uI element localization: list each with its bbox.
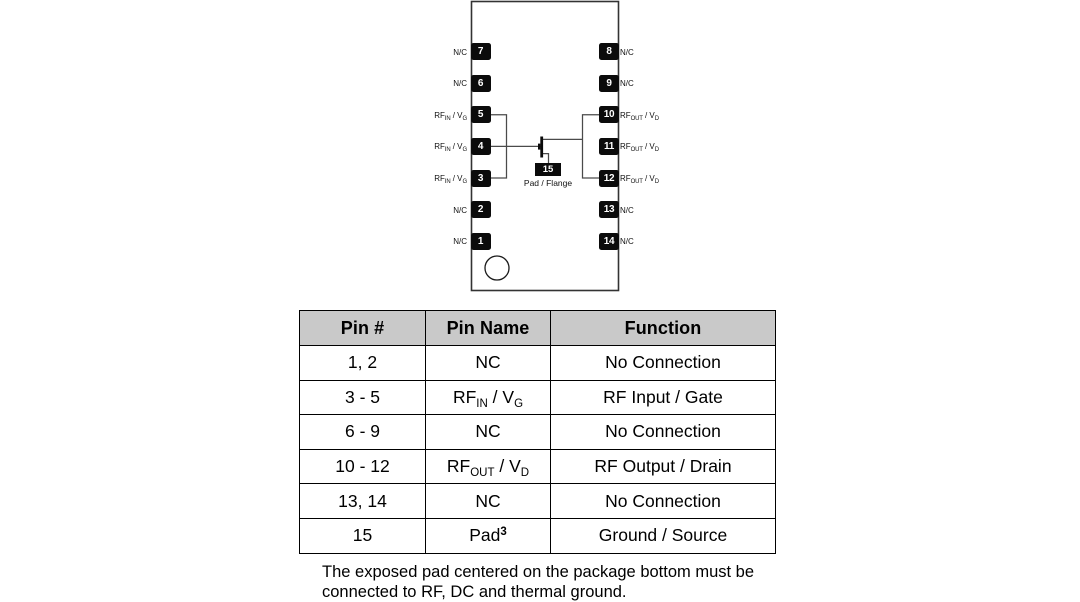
pin-1: 1 [470, 232, 491, 250]
pin-3: 3 [470, 169, 491, 187]
pin-8-label: N/C [620, 47, 634, 57]
pin-8-number: 8 [606, 46, 612, 58]
pin-6-number: 6 [477, 77, 484, 89]
cell-pin-name: NC [425, 414, 551, 450]
table-row: 6 - 9 NC No Connection [299, 414, 776, 450]
pin-13-number: 13 [603, 204, 615, 216]
cell-function: RF Input / Gate [550, 379, 776, 416]
cell-pin-number: 1, 2 [299, 345, 426, 381]
table-row: 1, 2 NC No Connection [299, 345, 776, 381]
pin-7: 7 [470, 43, 491, 61]
pin-14: 14 [599, 232, 619, 250]
pin-2-number: 2 [477, 204, 484, 216]
pad-flange-label: Pad / Flange [523, 178, 573, 188]
pin-12: 12 [599, 169, 619, 187]
pin-3-number: 3 [477, 172, 484, 184]
pin-15-pad: 15 [535, 162, 561, 176]
pin-1-label: N/C [453, 237, 467, 247]
cell-pin-name: NC [425, 483, 551, 519]
cell-function: Ground / Source [550, 517, 776, 554]
cell-function: No Connection [550, 483, 776, 519]
cell-pin-name: RFOUT / VD [425, 448, 551, 485]
exposed-pad-footnote: The exposed pad centered on the package … [322, 562, 755, 601]
table-header-row: Pin # Pin Name Function [299, 310, 776, 346]
cell-pin-number: 6 - 9 [299, 414, 426, 450]
pin-13: 13 [599, 201, 619, 219]
source-wire [543, 152, 550, 163]
pin-11-number: 11 [604, 140, 614, 152]
cell-pin-number: 13, 14 [299, 483, 426, 519]
table-row: 13, 14 NC No Connection [299, 483, 776, 519]
pin-12-number: 12 [603, 172, 615, 184]
pin-10: 10 [599, 106, 619, 124]
cell-pin-number: 3 - 5 [299, 379, 426, 416]
header-pin-number: Pin # [299, 310, 426, 346]
pin-4-number: 4 [477, 140, 484, 152]
cell-pin-name: RFIN / VG [425, 379, 551, 416]
pin-7-number: 7 [477, 46, 484, 58]
cell-pin-number: 15 [299, 517, 426, 554]
cell-function: RF Output / Drain [550, 448, 776, 485]
pin-7-label: N/C [453, 47, 467, 57]
pin-5-label: RFIN / VG [434, 110, 467, 122]
pin-9-number: 9 [606, 77, 612, 89]
table-row: 3 - 5 RFIN / VG RF Input / Gate [299, 379, 776, 416]
pin-11-label: RFOUT / VD [620, 142, 659, 154]
table-row: 10 - 12 RFOUT / VD RF Output / Drain [299, 448, 776, 485]
pin-12-label: RFOUT / VD [620, 173, 659, 185]
pin-10-number: 10 [603, 109, 615, 121]
cell-pin-number: 10 - 12 [299, 448, 426, 485]
cell-function: No Connection [550, 414, 776, 450]
pin-1-number: 1 [477, 235, 484, 247]
cell-function: No Connection [550, 345, 776, 381]
pin-5: 5 [470, 106, 491, 124]
header-pin-name: Pin Name [425, 310, 551, 346]
pin-15-number: 15 [542, 163, 554, 175]
pin-14-number: 14 [603, 235, 615, 247]
pin-11: 11 [599, 137, 619, 155]
pin-4-label: RFIN / VG [434, 142, 467, 154]
pin-14-label: N/C [620, 237, 634, 247]
gate-wires [490, 114, 541, 179]
pin-function-table: Pin # Pin Name Function 1, 2 NC No Conne… [299, 310, 776, 554]
pin-6: 6 [470, 74, 491, 92]
pin-3-label: RFIN / VG [434, 173, 467, 185]
cell-pin-name: NC [425, 345, 551, 381]
pin-9-label: N/C [620, 79, 634, 89]
fet-symbol [538, 136, 544, 158]
pin-4: 4 [470, 137, 491, 155]
cell-pin-name: Pad3 [425, 517, 551, 554]
pin-2: 2 [470, 201, 491, 219]
pin-2-label: N/C [453, 205, 467, 215]
pin-10-label: RFOUT / VD [620, 110, 659, 122]
pin-9: 9 [599, 74, 619, 92]
header-function: Function [550, 310, 776, 346]
pin-6-label: N/C [453, 79, 467, 89]
pin-13-label: N/C [620, 205, 634, 215]
drain-wires [543, 114, 599, 179]
pin1-index-circle [484, 255, 510, 281]
pin-8: 8 [599, 43, 619, 61]
table-row: 15 Pad3 Ground / Source [299, 517, 776, 554]
pin-5-number: 5 [477, 109, 484, 121]
